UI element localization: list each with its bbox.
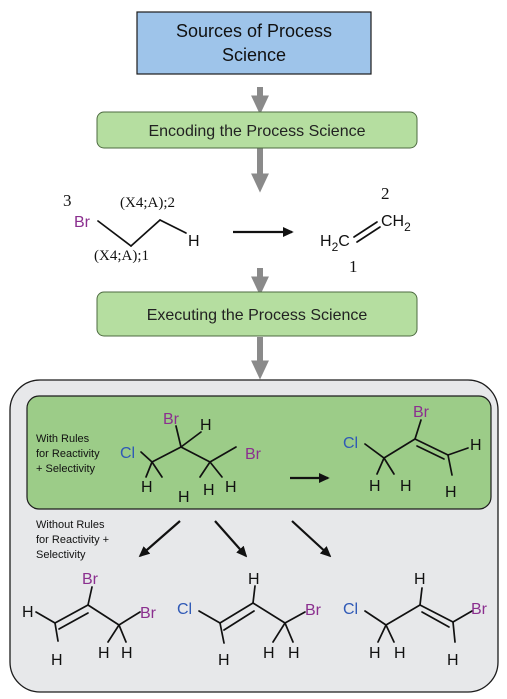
nonselective-product-b: Cl H H Br H H — [177, 571, 322, 669]
product-h-bottom: H — [445, 484, 457, 501]
substrate-h1: H — [141, 479, 153, 496]
prodB-br: Br — [305, 602, 322, 619]
encoding-product: 2 1 H2C CH2 — [320, 184, 411, 276]
prodC-br: Br — [471, 601, 488, 618]
prodC-cl: Cl — [343, 601, 358, 618]
substrate-br-top: Br — [163, 411, 180, 428]
substrate-cl: Cl — [120, 445, 135, 462]
prodC-h1: H — [369, 645, 381, 662]
substrate-br-right: Br — [245, 446, 262, 463]
hydrogen-atom: H — [188, 233, 200, 250]
product-index-1: 1 — [349, 257, 358, 276]
product-h1: H — [369, 478, 381, 495]
substrate-h-top: H — [200, 417, 212, 434]
atom-index-3: 3 — [63, 191, 72, 210]
executing-box — [96, 291, 418, 337]
selective-product: Cl Br H H H H — [343, 404, 482, 501]
prodA-h2: H — [121, 645, 133, 662]
substrate-h2: H — [178, 489, 190, 506]
substrate-h3: H — [203, 482, 215, 499]
substrate-h4: H — [225, 479, 237, 496]
nonselective-product-a: H H Br Br H H — [22, 571, 157, 669]
arrow-to-product-c — [291, 520, 332, 558]
prodA-h1: H — [98, 645, 110, 662]
ch2-group: CH2 — [381, 213, 411, 234]
with-rules-line2: for Reactivity — [36, 448, 100, 460]
arrow-to-product-a — [138, 520, 181, 558]
bromine-atom: Br — [74, 214, 91, 231]
prodB-h-bottom: H — [218, 652, 230, 669]
prodA-br-right: Br — [140, 605, 157, 622]
prodC-h-bottom: H — [447, 652, 459, 669]
sources-label-line1: Sources of Process — [176, 21, 332, 41]
prodA-h-left: H — [22, 604, 34, 621]
sources-box — [136, 11, 372, 75]
substrate-molecule: Cl Br H Br H H H H — [120, 411, 262, 506]
prodC-h-top: H — [414, 571, 426, 588]
executing-label: Executing the Process Science — [147, 307, 368, 324]
with-rules-line1: With Rules — [36, 433, 90, 445]
with-rules-panel — [26, 395, 492, 510]
product-index-2: 2 — [381, 184, 390, 203]
bond-label-top: (X4;A);2 — [120, 195, 175, 211]
prodB-cl: Cl — [177, 601, 192, 618]
encoding-box — [96, 111, 418, 149]
encoding-reactant: 3 Br H (X4;A);2 (X4;A);1 — [63, 191, 200, 264]
prodA-br-top: Br — [82, 571, 99, 588]
nonselective-product-c: Cl H H H Br H — [343, 571, 488, 669]
arrow-to-product-b — [214, 520, 248, 558]
product-h-right: H — [470, 437, 482, 454]
h2c-group: H2C — [320, 233, 350, 254]
without-rules-line2: for Reactivity + — [36, 534, 109, 546]
without-rules-line1: Without Rules — [36, 519, 105, 531]
without-rules-line3: Selectivity — [36, 549, 86, 561]
sources-label-line2: Science — [222, 45, 286, 65]
product-cl: Cl — [343, 435, 358, 452]
prodB-h-top: H — [248, 571, 260, 588]
product-h2: H — [400, 478, 412, 495]
encoding-label: Encoding the Process Science — [148, 123, 365, 140]
prodB-h1: H — [263, 645, 275, 662]
with-rules-line3: + Selectivity — [36, 463, 95, 475]
prodB-h2: H — [288, 645, 300, 662]
product-br: Br — [413, 404, 430, 421]
prodC-h2: H — [394, 645, 406, 662]
bond-label-bottom: (X4;A);1 — [94, 248, 149, 264]
prodA-h-bottom: H — [51, 652, 63, 669]
